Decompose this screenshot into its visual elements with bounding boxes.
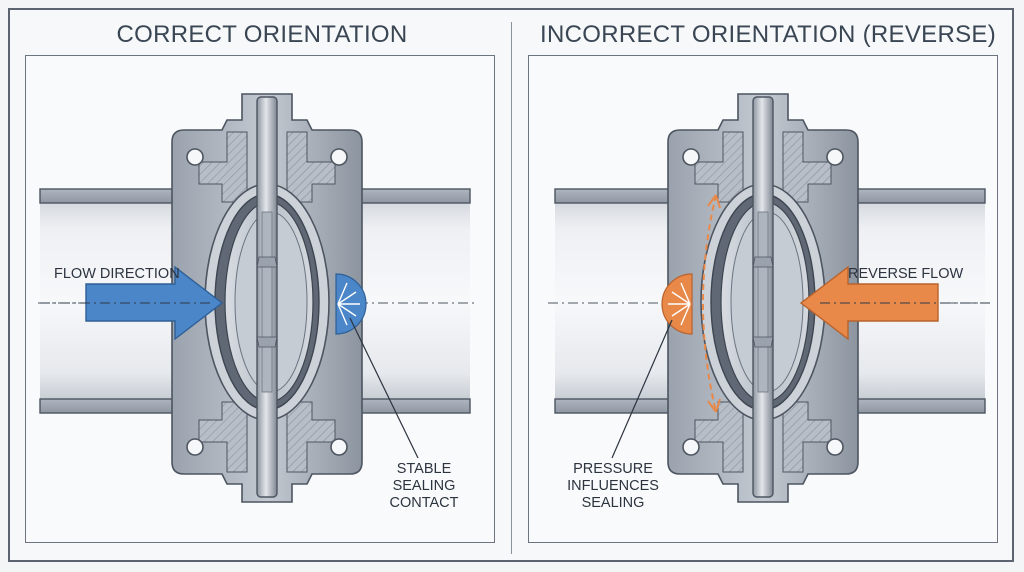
pressure-seal-marker bbox=[661, 273, 693, 335]
seal-deflection-path bbox=[702, 194, 717, 413]
pressure-influences-sealing-label: PRESSURE INFLUENCES SEALING bbox=[563, 461, 663, 512]
callout-line-3: CONTACT bbox=[389, 495, 459, 511]
callout-line-1: STABLE bbox=[396, 461, 452, 477]
flow-direction-label: FLOW DIRECTION bbox=[54, 266, 180, 282]
panel-divider bbox=[511, 22, 512, 554]
stable-sealing-contact-label: STABLE SEALING CONTACT bbox=[384, 461, 464, 512]
callout-line-1: PRESSURE bbox=[573, 461, 653, 477]
left-panel-title: CORRECT ORIENTATION bbox=[116, 21, 408, 48]
callout-line-2: INFLUENCES bbox=[567, 478, 659, 494]
right-panel-title: INCORRECT ORIENTATION (REVERSE) bbox=[540, 21, 996, 48]
stable-callout-line bbox=[349, 317, 419, 459]
callout-line-2: SEALING bbox=[392, 478, 456, 494]
stable-seal-contact-marker bbox=[335, 273, 367, 335]
callout-line-3: SEALING bbox=[581, 495, 645, 511]
reverse-flow-label: REVERSE FLOW bbox=[848, 266, 964, 282]
pressure-callout-line bbox=[611, 319, 673, 459]
